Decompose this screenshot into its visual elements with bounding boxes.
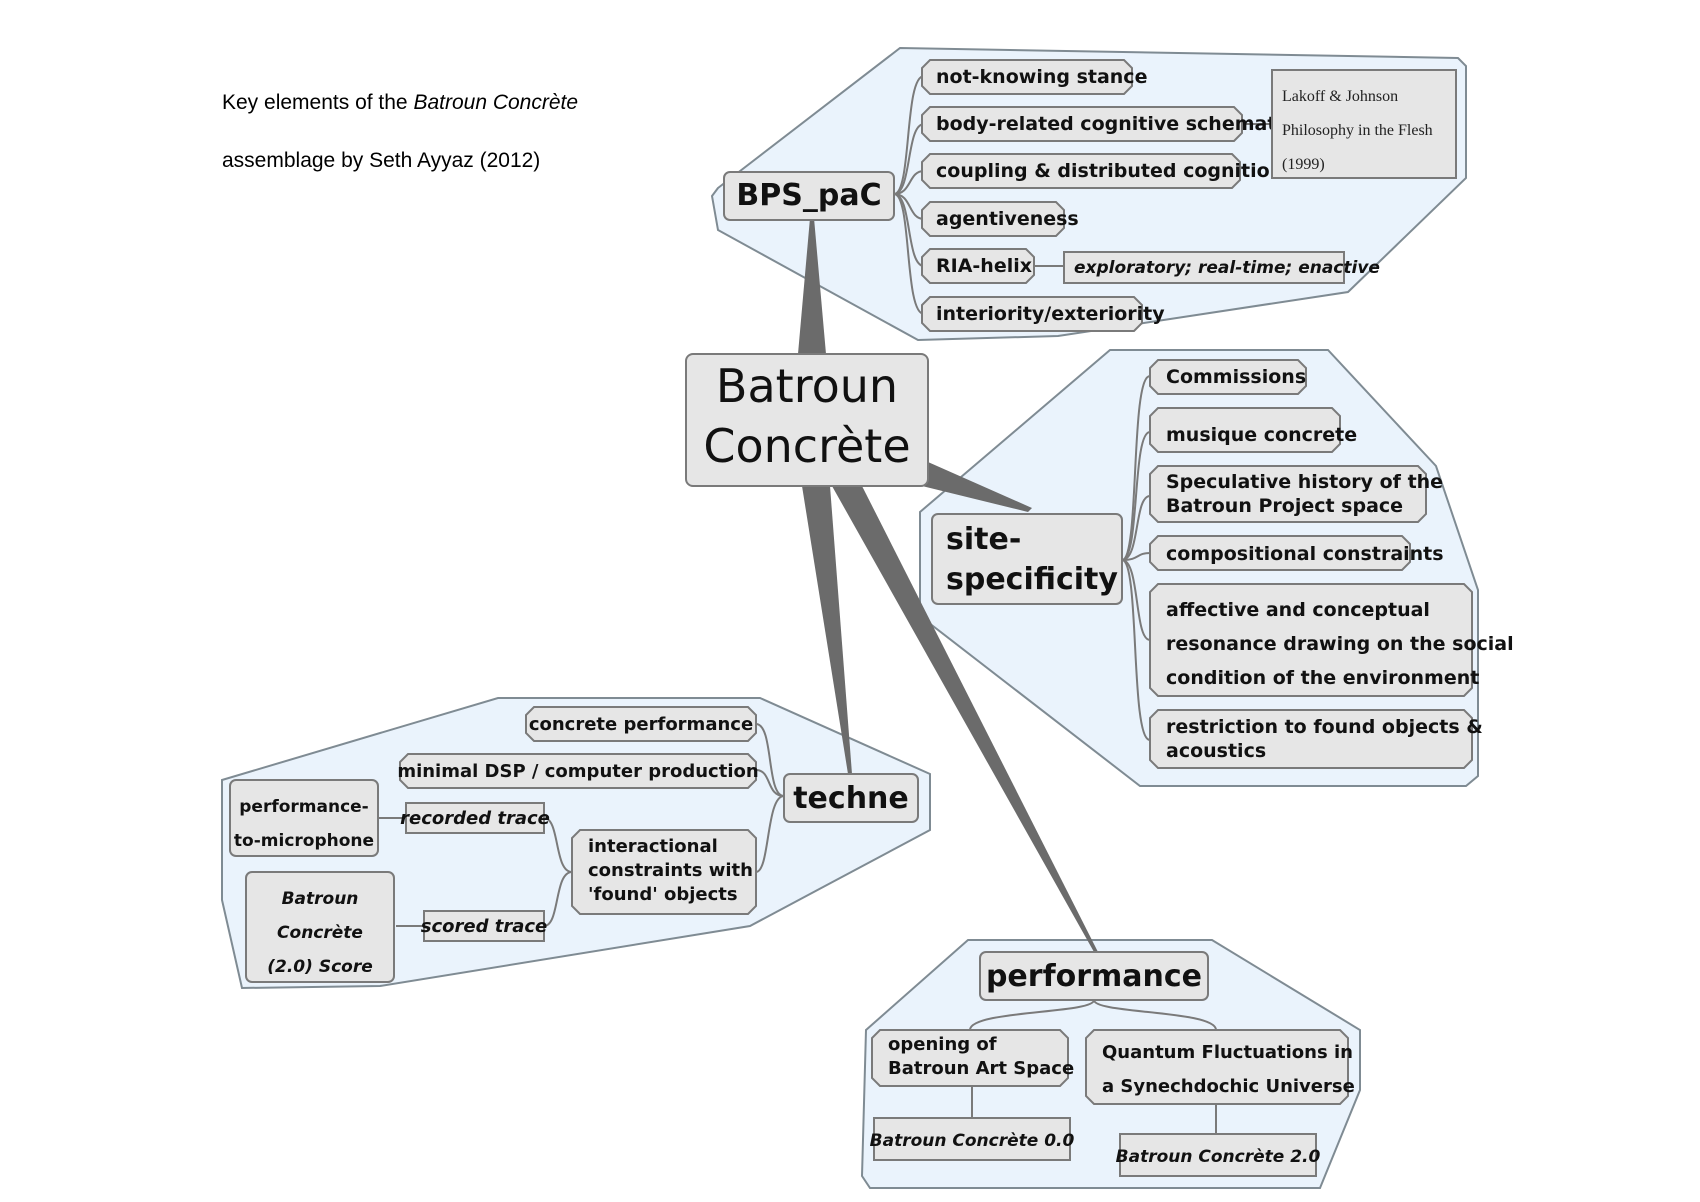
scored-trace-label: scored trace	[421, 916, 548, 937]
site-item-commissions[interactable]: Commissions	[1149, 359, 1307, 395]
performance-items: opening of Batroun Art Space Quantum Flu…	[870, 1029, 1355, 1177]
site-node[interactable]: site- specificity	[931, 513, 1123, 605]
bps-item-schemata[interactable]: body-related cognitive schemata	[921, 106, 1289, 142]
opening-label: Batroun Art Space	[888, 1058, 1074, 1079]
branch-to-performance	[832, 486, 1098, 952]
bps-item-label: not-knowing stance	[936, 66, 1147, 88]
techne-item-interactional[interactable]: interactional constraints with 'found' o…	[571, 829, 757, 915]
connectors	[378, 75, 1272, 1134]
bps-item-interiority[interactable]: interiority/exteriority	[921, 296, 1165, 332]
score-label: Concrète	[277, 923, 363, 943]
caption-line-2: assemblage by Seth Ayyaz (2012)	[222, 149, 541, 172]
performance-item-quantum[interactable]: Quantum Fluctuations in a Synechdochic U…	[1085, 1029, 1355, 1105]
techne-scored-trace[interactable]: scored trace	[421, 910, 548, 942]
caption-title-italic: Batroun Concrète	[413, 91, 579, 114]
bps-item-agentiveness[interactable]: agentiveness	[921, 201, 1079, 237]
root-label-line-2: Concrète	[703, 419, 910, 473]
quantum-label: Quantum Fluctuations in	[1102, 1042, 1353, 1063]
branch-to-bps	[798, 218, 826, 354]
quantum-label: a Synechdochic Universe	[1102, 1076, 1355, 1097]
root-node[interactable]: Batroun Concrète	[685, 353, 929, 487]
site-item-label: condition of the environment	[1166, 667, 1479, 689]
site-item-label: Commissions	[1166, 366, 1306, 388]
diagram-caption: Key elements of the Batroun Concrète ass…	[222, 74, 578, 190]
note-lakoff-johnson[interactable]: Lakoff & Johnson Philosophy in the Flesh…	[1271, 69, 1457, 179]
site-item-label: Batroun Project space	[1166, 495, 1403, 517]
perf-mic-label: to-microphone	[234, 831, 374, 851]
branch-to-site	[922, 462, 1032, 512]
site-item-label: musique concrete	[1166, 424, 1357, 446]
opening-label: opening of	[888, 1034, 997, 1055]
techne-title: techne	[793, 781, 909, 816]
performance-title: performance	[986, 959, 1202, 994]
site-item-speculative-history[interactable]: Speculative history of the Batroun Proje…	[1149, 465, 1443, 523]
bps-items: not-knowing stance body-related cognitiv…	[921, 59, 1289, 332]
bps-title: BPS_paC	[736, 178, 881, 213]
root-label-line-1: Batroun	[716, 359, 898, 413]
techne-perf-to-mic[interactable]: performance- to-microphone	[229, 779, 379, 857]
note-ria-text: exploratory; real-time; enactive	[1074, 258, 1380, 278]
site-item-label: affective and conceptual	[1166, 599, 1430, 621]
performance-bc00[interactable]: Batroun Concrète 0.0	[870, 1117, 1075, 1161]
site-item-compositional[interactable]: compositional constraints	[1149, 535, 1444, 571]
site-item-label: resonance drawing on the social	[1166, 633, 1514, 655]
site-item-label: acoustics	[1166, 740, 1266, 762]
techne-node[interactable]: techne	[783, 773, 919, 823]
techne-item-label: constraints with	[588, 860, 753, 881]
techne-item-label: interactional	[588, 836, 718, 857]
note-ria-helix[interactable]: exploratory; real-time; enactive	[1063, 251, 1380, 284]
techne-item-concrete-performance[interactable]: concrete performance	[525, 706, 757, 742]
note-line: Lakoff & Johnson	[1282, 88, 1398, 105]
root-branches	[798, 218, 1098, 952]
bc00-label: Batroun Concrète 0.0	[870, 1131, 1075, 1151]
caption-line-1: Key elements of the Batroun Concrète	[222, 91, 579, 114]
branch-to-techne	[802, 486, 852, 774]
site-title-line-2: specificity	[946, 562, 1118, 597]
bps-item-label: agentiveness	[936, 208, 1079, 230]
site-items: Commissions musique concrete Speculative…	[1149, 359, 1514, 769]
bps-item-label: RIA-helix	[936, 255, 1032, 277]
bps-item-coupling[interactable]: coupling & distributed cognition	[921, 153, 1283, 189]
site-item-restriction[interactable]: restriction to found objects & acoustics	[1149, 709, 1483, 769]
site-item-label: Speculative history of the	[1166, 471, 1443, 493]
performance-item-opening[interactable]: opening of Batroun Art Space	[871, 1029, 1074, 1087]
techne-item-label: 'found' objects	[588, 884, 738, 905]
bps-item-ria-helix[interactable]: RIA-helix	[921, 248, 1035, 284]
bc20-label: Batroun Concrète 2.0	[1116, 1147, 1321, 1167]
techne-item-label: minimal DSP / computer production	[397, 761, 758, 782]
techne-recorded-trace[interactable]: recorded trace	[400, 802, 550, 834]
techne-item-minimal-dsp[interactable]: minimal DSP / computer production	[397, 753, 759, 789]
bps-node[interactable]: BPS_paC	[723, 171, 895, 221]
performance-node[interactable]: performance	[979, 951, 1209, 1001]
techne-score[interactable]: Batroun Concrète (2.0) Score	[245, 871, 395, 983]
techne-items: concrete performance minimal DSP / compu…	[229, 706, 759, 983]
score-label: (2.0) Score	[267, 957, 373, 977]
techne-item-label: concrete performance	[529, 714, 753, 735]
site-item-affective[interactable]: affective and conceptual resonance drawi…	[1149, 583, 1514, 697]
bps-item-label: interiority/exteriority	[936, 303, 1165, 325]
score-label: Batroun	[282, 889, 359, 909]
site-item-musique[interactable]: musique concrete	[1149, 407, 1357, 453]
note-line: (1999)	[1282, 156, 1325, 173]
site-item-label: compositional constraints	[1166, 543, 1444, 565]
bps-item-label: coupling & distributed cognition	[936, 160, 1283, 182]
note-line: Philosophy in the Flesh	[1282, 122, 1433, 139]
site-item-label: restriction to found objects &	[1166, 716, 1483, 738]
bps-item-label: body-related cognitive schemata	[936, 113, 1289, 135]
bps-item-not-knowing[interactable]: not-knowing stance	[921, 59, 1147, 95]
perf-mic-label: performance-	[239, 797, 369, 817]
performance-bc20[interactable]: Batroun Concrète 2.0	[1116, 1133, 1321, 1177]
site-title-line-1: site-	[946, 522, 1021, 557]
recorded-trace-label: recorded trace	[400, 808, 550, 829]
